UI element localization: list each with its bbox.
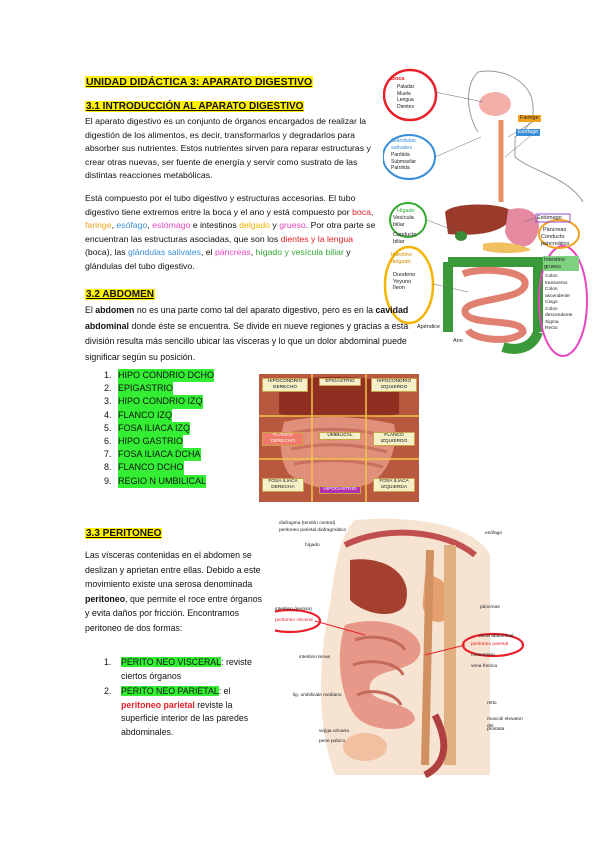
term-salivales: glándulas salivales	[127, 247, 201, 258]
diagram-label-pancreas: Páncreas	[543, 227, 567, 233]
abdomen-regions-list: 1.HIPO CONDRIO DCHO 2.EPIGASTRIO 3.HIPO …	[104, 369, 215, 488]
term-grueso: grueso	[279, 220, 306, 231]
diagram-label-estomago: Estómago	[537, 215, 562, 221]
diagram-label-l13: vejiga urinaria	[319, 729, 349, 734]
grid-label-fi: FLANCO IZQUIERDO	[373, 432, 415, 446]
diagram-label-higado: Hígado	[397, 208, 415, 214]
list-item: 4.FLANCO IZQ	[104, 408, 214, 422]
grid-label-ii: FOSA ILIACA IZQUIERDA	[373, 478, 415, 492]
diagram-label-conducto: Conducto biliar	[393, 232, 417, 245]
diagram-label-l4: esófago	[485, 531, 503, 536]
diagram-label-int-delgado: Intestino delgado	[391, 252, 412, 265]
diagram-label-glandulas: Glándulas salivales	[391, 138, 416, 151]
diagram-label-l2: peritoneo parietal diafragmático	[279, 528, 347, 533]
grid-label-hg: HIPOGASTRIO	[319, 486, 361, 494]
diagram-label-l7: peritoneo visceral	[275, 618, 313, 623]
diagram-label-l16: muscoli elevatori del	[487, 717, 523, 729]
grid-label-hd: HIPOCONDRIO DERECHO	[262, 378, 308, 392]
abdomen-paragraph: El abdomen no es una parte como tal del …	[85, 305, 409, 362]
diagram-label-boca: Boca	[391, 76, 405, 82]
term-delgado: delgado	[239, 220, 271, 231]
list-item: 5.FOSA ILIACA IZQ	[104, 421, 214, 436]
diagram-label-boca-items: Paladar Muela Lengua Dientes	[397, 84, 415, 110]
term-dientes: dientes y la lengua	[280, 233, 354, 244]
section-heading-abdomen: 3.2 ABDOMEN	[85, 289, 155, 300]
section-heading-peritoneo: 3.3 PERITONEO	[85, 528, 163, 539]
peritoneo-section-art	[258, 518, 525, 779]
diagram-label-l5: páncreas	[480, 605, 500, 610]
diagram-label-l3: hígado	[305, 543, 320, 548]
diagram-label-ano: Ano	[453, 338, 463, 344]
list-item: 3.HIPO CONDRIO IZQ	[104, 395, 214, 409]
peritoneo-diagram: diafragma (tendón central) peritoneo par…	[258, 515, 530, 785]
diagram-label-l18: vena frenica	[471, 664, 498, 669]
peritoneo-list: 1. PERITO NEO VISCERAL: reviste ciertos …	[104, 656, 264, 740]
diagram-label-esofago: Esófago	[516, 129, 541, 136]
grid-label-id: FOSA ILIACA DERECHA	[262, 478, 304, 492]
digestive-system-figure	[382, 68, 588, 357]
diagram-label-l8: aorta abdominal	[479, 634, 514, 639]
diagram-label-cond-panc: Conducto pancreático	[541, 234, 570, 247]
list-item: 1. PERITO NEO VISCERAL: reviste ciertos …	[104, 657, 252, 681]
peritoneo-paragraph: Las vísceras contenidas en el abdomen se…	[85, 550, 262, 633]
diagram-label-l10: intestino tenue	[299, 655, 331, 660]
diagram-label-l12: lig. umbilicale mediano	[293, 693, 342, 698]
term-abdomen: abdomen	[95, 305, 135, 315]
list-item: 6.HIPO GASTRIO	[104, 435, 214, 449]
term-esofago: esófago	[116, 220, 148, 231]
list-item: 1.HIPO CONDRIO DCHO	[104, 369, 215, 383]
diagram-label-l6: intestino (serosa)	[275, 607, 312, 612]
list-item: 2.EPIGASTRIO	[104, 382, 214, 396]
term-peritoneo: peritoneo	[85, 593, 126, 604]
term-estomago: estómago	[152, 220, 191, 231]
diagram-label-grueso-items: Colon transverso Colon ascendente Ciego …	[545, 274, 573, 331]
grid-label-um: UMBILICAL	[319, 432, 361, 440]
diagram-label-l9: peritoneo parietal	[471, 642, 509, 647]
diagram-label-int-grueso: Intestino grueso	[543, 256, 579, 271]
list-item: 7.FOSA ILIACA DCHA	[104, 448, 214, 462]
term-pancreas: páncreas	[214, 247, 251, 258]
diagram-label-l14: pene pubico	[319, 739, 346, 744]
term-higado: hígado y vesícula biliar	[255, 247, 344, 258]
diagram-label-vesicula: Vesícula biliar	[393, 215, 414, 228]
list-item: 9.REGIO N UMBILICAL	[104, 474, 214, 488]
grid-label-hi: HIPOCONDRIO IZQUIERDO	[371, 378, 417, 392]
diagram-label-apendice: Apéndice	[417, 324, 440, 330]
term-boca: boca	[352, 206, 371, 217]
intro-paragraph-2: Está compuesto por el tubo digestivo y e…	[85, 193, 376, 271]
list-item: 2. PERITO NEO PARIETAL: el peritoneo par…	[104, 686, 249, 737]
diagram-label-delgado-items: Duodeno Yeyuno Íleon	[393, 272, 416, 291]
term-cavidad: cavidad abdominal	[85, 305, 409, 331]
intro-paragraph-1: El aparato digestivo es un conjunto de ó…	[85, 116, 371, 181]
diagram-label-l17: prostata	[487, 727, 505, 732]
diagram-label-l11: mesenterio	[471, 653, 495, 658]
diagram-label-faringe: Faringe	[518, 115, 541, 122]
diagram-label-l15: retto	[487, 701, 497, 706]
grid-label-fd: FLANCO DERECHO	[262, 432, 304, 446]
section-heading-intro: 3.1 INTRODUCCIÓN AL APARATO DIGESTIVO	[85, 101, 305, 112]
digestive-system-diagram: Boca Paladar Muela Lengua Dientes Glándu…	[382, 62, 588, 360]
abdomen-regions-figure: HIPOCONDRIO DERECHO EPIGASTRIO HIPOCONDR…	[259, 374, 419, 502]
term-faringe: faringe	[85, 220, 112, 231]
list-item: 8.FLANCO DCHO	[104, 461, 214, 475]
diagram-label-glandulas-items: Parótida Submaxilar Parotida	[391, 152, 417, 171]
diagram-label-l1: diafragma (tendón central)	[279, 521, 336, 526]
page-title: UNIDAD DIDÁCTICA 3: APARATO DIGESTIVO	[85, 76, 314, 88]
grid-label-ep: EPIGASTRIO	[319, 378, 361, 386]
